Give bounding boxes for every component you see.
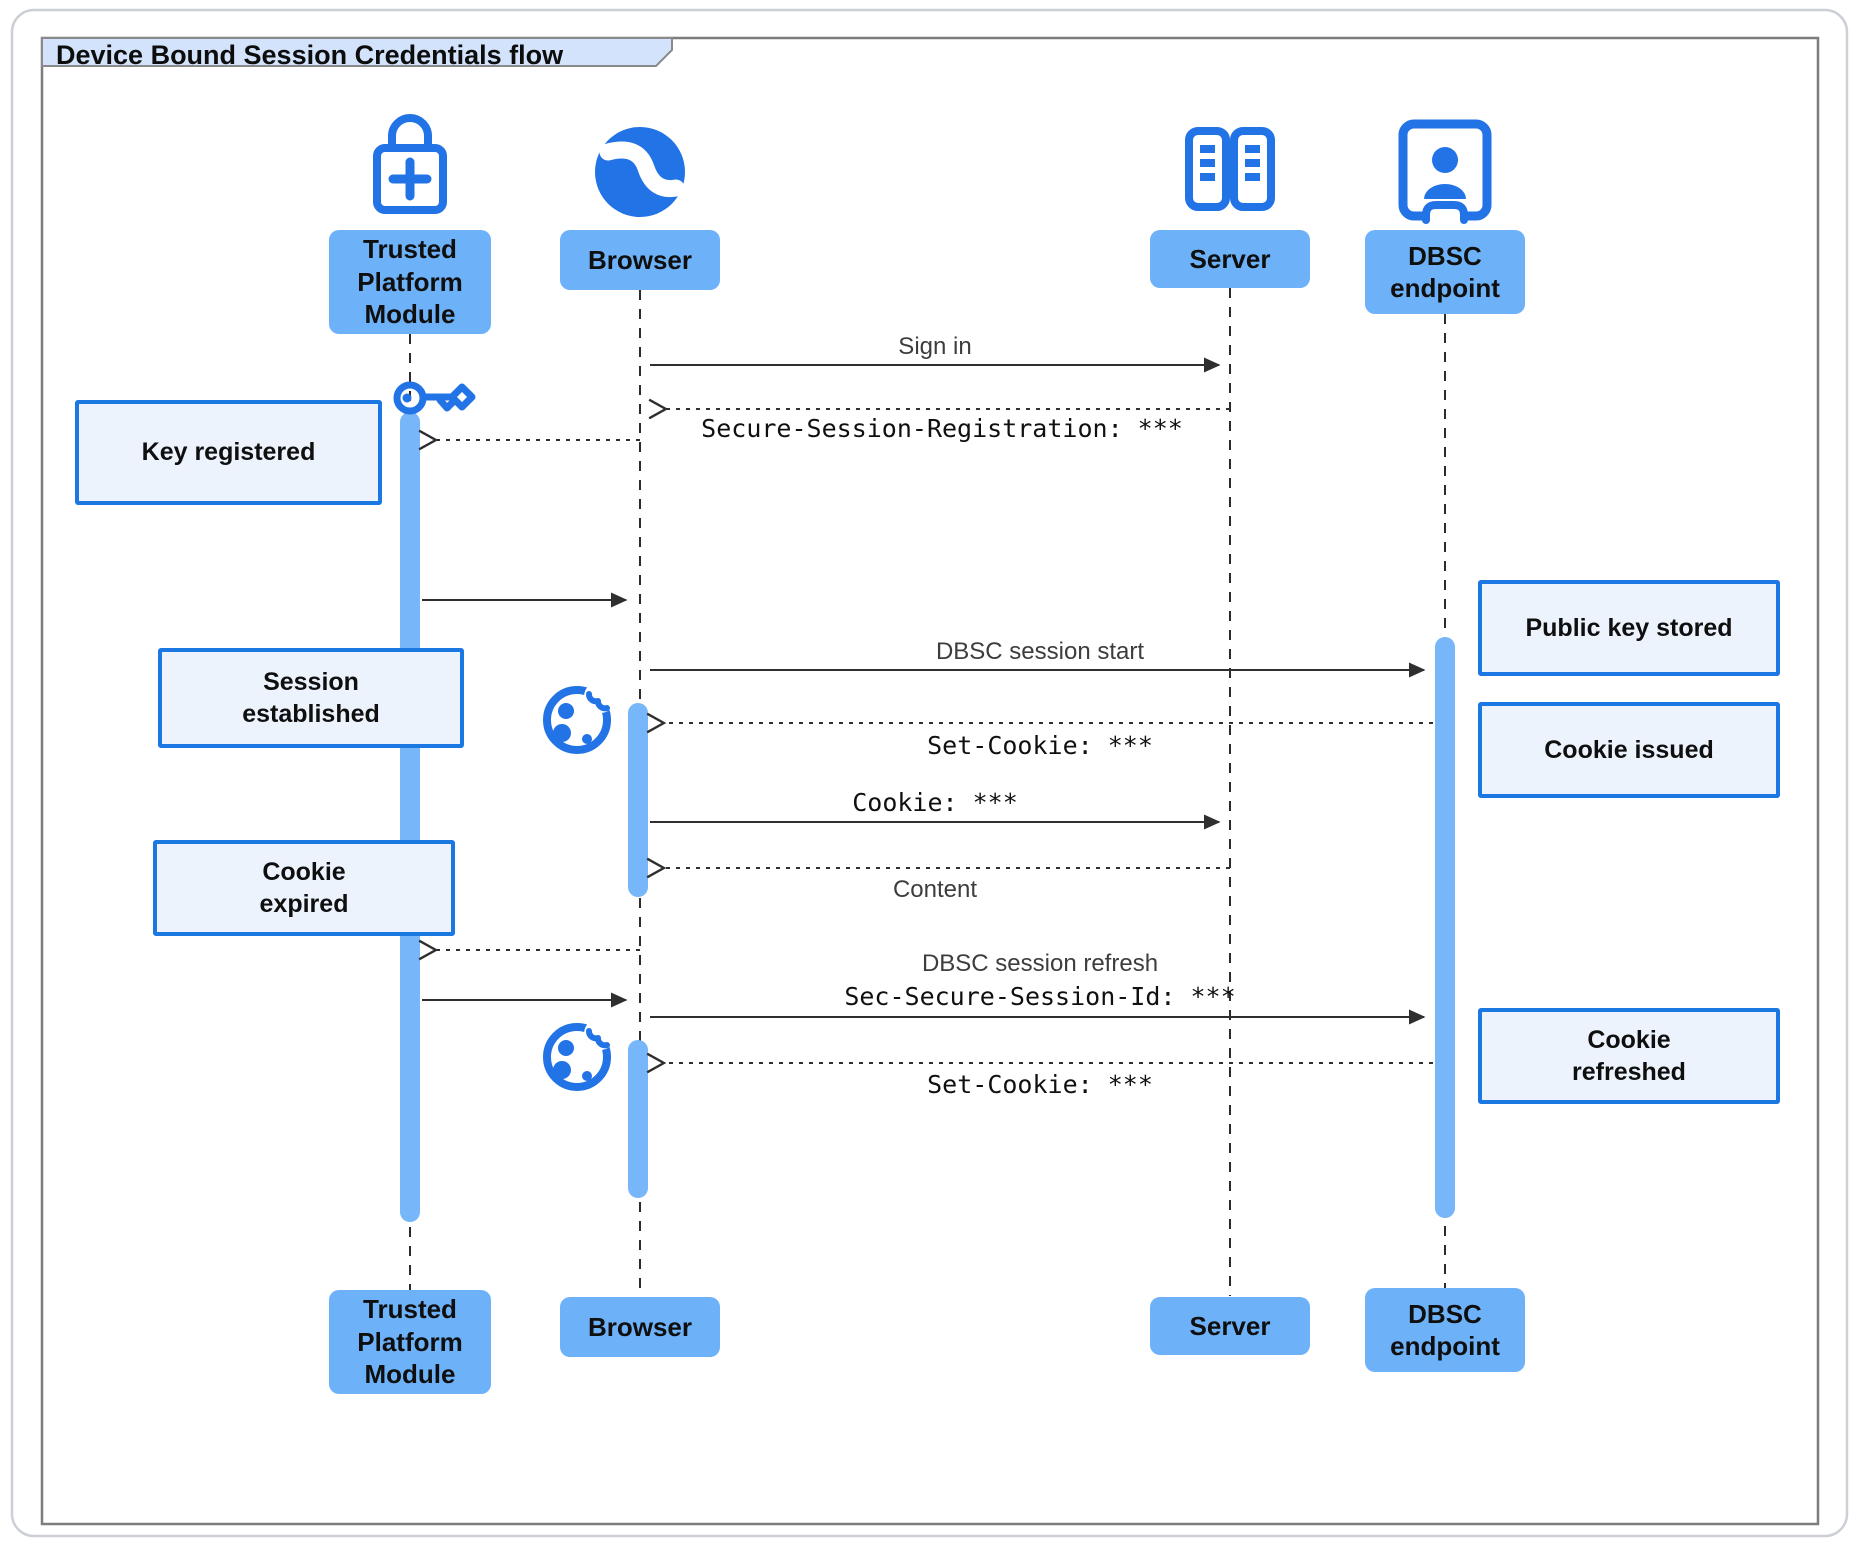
server-rack-icon (1185, 127, 1275, 211)
globe-icon (595, 127, 685, 217)
actor-top-tpm[interactable]: Trusted Platform Module (329, 230, 491, 334)
cookie-icon (543, 681, 616, 754)
note-text: Session established (242, 667, 380, 729)
actor-top-browser[interactable]: Browser (560, 230, 720, 290)
note-session-established: Session established (158, 648, 464, 748)
message-set-cookie-issued: Set-Cookie: *** (927, 731, 1153, 760)
message-sign-in: Sign in (898, 333, 972, 360)
note-public-key-stored: Public key stored (1478, 580, 1780, 676)
actor-bottom-tpm[interactable]: Trusted Platform Module (329, 1290, 491, 1394)
actor-label-text: Trusted Platform Module (357, 1294, 463, 1390)
message-dbsc-session-refresh: DBSC session refresh (921, 950, 1159, 977)
note-cookie-refreshed: Cookie refreshed (1478, 1008, 1780, 1104)
message-secure-session-registration: Secure-Session-Registration: *** (701, 414, 1183, 443)
id-badge-icon (1398, 119, 1492, 224)
actor-label-text: DBSC endpoint (1390, 1298, 1500, 1362)
note-key-registered: Key registered (75, 400, 382, 505)
message-set-cookie-refreshed: Set-Cookie: *** (927, 1070, 1153, 1099)
actor-label-text: Server (1189, 243, 1271, 274)
actor-label-text: Trusted Platform Module (357, 234, 463, 330)
note-text: Cookie expired (259, 857, 349, 919)
title-tab (41, 37, 673, 67)
activation-bar-dbsc (1435, 637, 1455, 1218)
actor-label-text: DBSC endpoint (1390, 240, 1500, 304)
lock-plus-icon (373, 114, 447, 214)
activation-bars (400, 412, 1455, 1222)
diagram-title: Device Bound Session Credentials flow (56, 40, 564, 70)
actor-top-dbsc[interactable]: DBSC endpoint (1365, 230, 1525, 314)
note-cookie-expired: Cookie expired (153, 840, 455, 936)
activation-bar-browser-1 (628, 703, 648, 897)
actor-label-text: Server (1189, 1310, 1271, 1341)
note-text: Public key stored (1525, 613, 1733, 642)
actor-top-server[interactable]: Server (1150, 230, 1310, 288)
message-content: Content (892, 876, 978, 903)
message-cookie: Cookie: *** (852, 788, 1018, 817)
note-text: Key registered (141, 438, 316, 467)
activation-bar-browser-2 (628, 1040, 648, 1198)
note-text: Cookie issued (1544, 735, 1714, 764)
message-arrows (418, 357, 1433, 1074)
message-sec-secure-session-id: Sec-Secure-Session-Id: *** (844, 982, 1236, 1011)
note-cookie-issued: Cookie issued (1478, 702, 1780, 798)
key-icon (393, 381, 476, 415)
actor-label-text: Browser (587, 1311, 693, 1342)
message-dbsc-session-start: DBSC session start (935, 638, 1145, 665)
actor-label-text: Browser (587, 244, 693, 275)
activation-bar-tpm (400, 412, 420, 1222)
note-text: Cookie refreshed (1572, 1025, 1686, 1087)
actor-bottom-server[interactable]: Server (1150, 1297, 1310, 1355)
actor-bottom-browser[interactable]: Browser (560, 1297, 720, 1357)
actor-bottom-dbsc[interactable]: DBSC endpoint (1365, 1288, 1525, 1372)
